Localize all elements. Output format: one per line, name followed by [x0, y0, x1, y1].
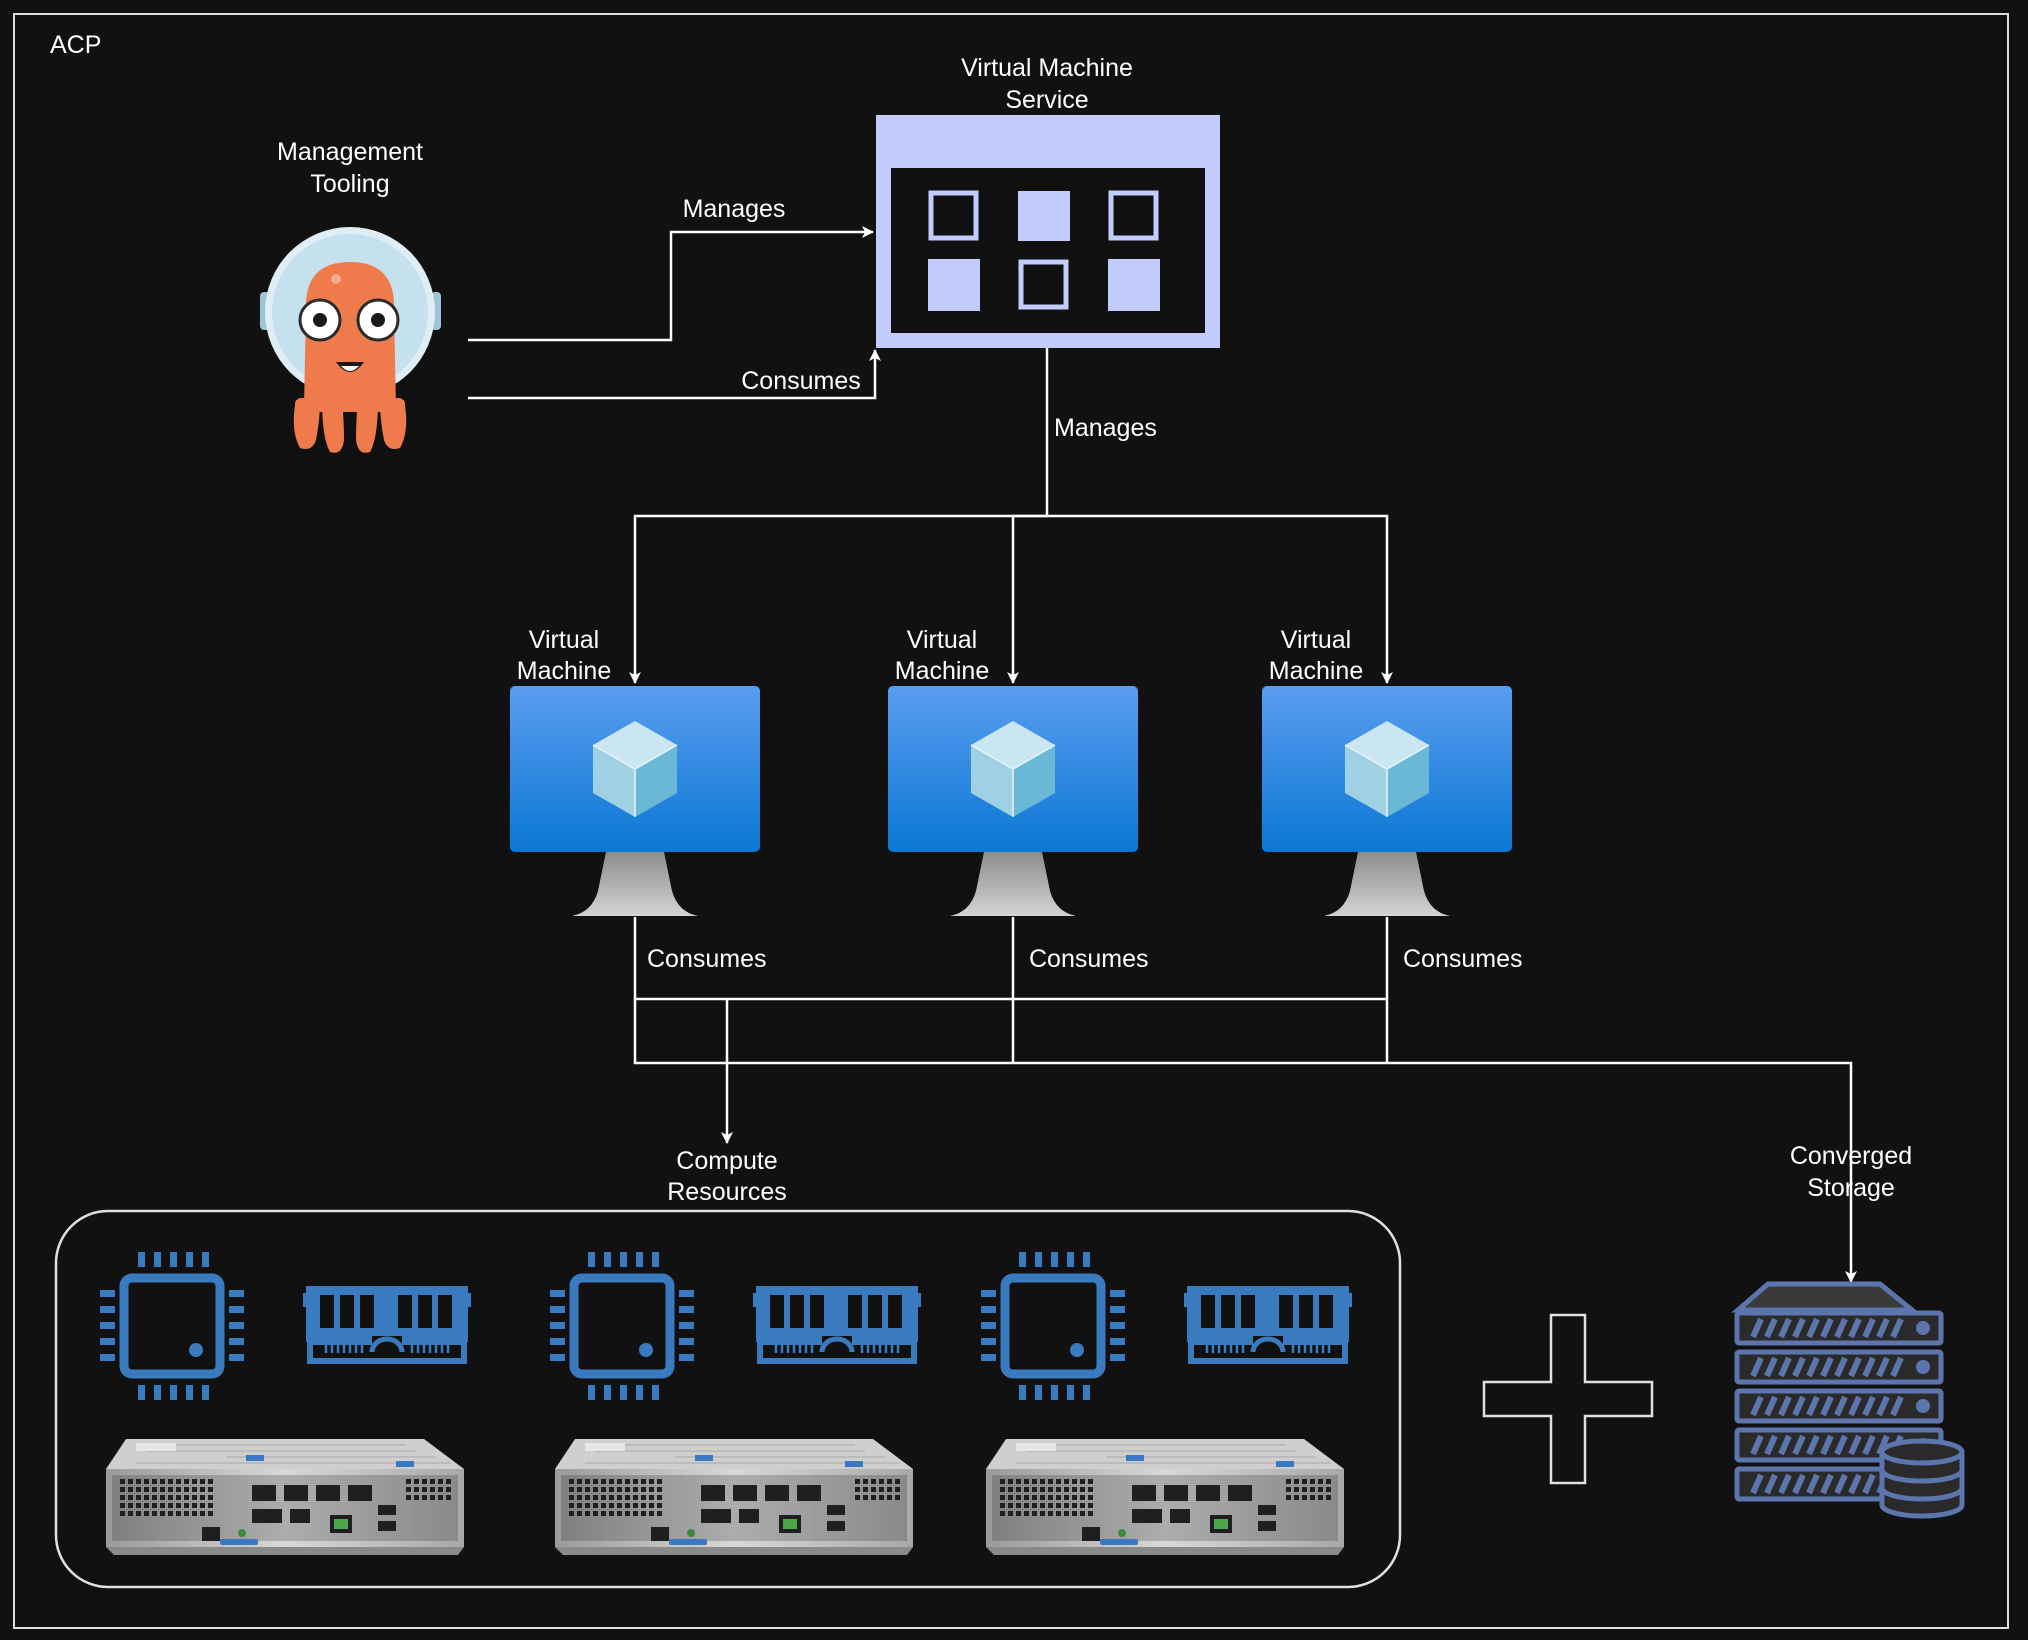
converged-storage-label-line2: Storage — [1807, 1174, 1895, 1202]
edge-service-manages-vm2 — [1007, 514, 1047, 684]
edge-service-manages-vm3 — [1047, 514, 1393, 684]
cpu-chip-icon — [100, 1252, 244, 1400]
management-tooling-node: Management Tooling — [260, 138, 441, 453]
vm-label-line1: Virtual — [907, 626, 977, 654]
compute-node — [550, 1252, 921, 1556]
virtual-machine-monitor-icon — [887, 685, 1139, 917]
edge-label-vm2-consumes: Consumes — [1029, 945, 1149, 973]
vm-service-label-line2: Service — [1005, 86, 1088, 114]
compute-resources-label-line2: Resources — [667, 1178, 787, 1206]
compute-resources-group — [54, 1209, 1402, 1589]
vm-label-line2: Machine — [517, 657, 612, 685]
virtual-machine-monitor-icon — [1261, 685, 1513, 917]
storage-server-rack-icon — [1731, 1281, 1965, 1519]
management-tooling-label-line2: Tooling — [310, 170, 389, 198]
plus-icon — [1482, 1313, 1654, 1485]
edge-label-manages: Manages — [683, 195, 786, 223]
memory-module-icon — [303, 1286, 471, 1361]
server-node-icon — [554, 1438, 914, 1556]
vm-service-node: Virtual Machine Service — [876, 54, 1220, 348]
compute-node — [981, 1252, 1352, 1556]
vm-label-line2: Machine — [895, 657, 990, 685]
compute-node — [100, 1252, 471, 1556]
edge-vms-consume-storage — [633, 917, 1857, 1283]
converged-storage-label-line1: Converged — [1790, 1142, 1912, 1170]
virtual-machine-node: Virtual Machine — [1261, 626, 1513, 917]
database-cylinder-icon — [1879, 1438, 1965, 1519]
vm-service-window-icon — [876, 115, 1220, 348]
cpu-chip-icon — [550, 1252, 694, 1400]
edge-tooling-manages-service — [468, 226, 874, 342]
edge-label-vm1-consumes: Consumes — [647, 945, 767, 973]
edge-service-manages-vm1 — [629, 348, 1049, 684]
acp-label: ACP — [50, 31, 101, 59]
virtual-machine-node: Virtual Machine — [509, 626, 761, 917]
vm-service-label-line1: Virtual Machine — [961, 54, 1133, 82]
vm-label-line1: Virtual — [529, 626, 599, 654]
server-node-icon — [985, 1438, 1345, 1556]
edge-label-manages-vms: Manages — [1054, 414, 1157, 442]
memory-module-icon — [1184, 1286, 1352, 1361]
argo-octopus-mascot-icon — [260, 227, 441, 453]
memory-module-icon — [753, 1286, 921, 1361]
connectors — [468, 226, 1857, 1283]
server-node-icon — [105, 1438, 465, 1556]
management-tooling-label-line1: Management — [277, 138, 423, 166]
vm-label-line1: Virtual — [1281, 626, 1351, 654]
virtual-machine-node: Virtual Machine — [887, 626, 1139, 917]
compute-resources-label-line1: Compute — [676, 1147, 777, 1175]
edge-tooling-consumes-service — [468, 349, 881, 400]
edge-label-vm3-consumes: Consumes — [1403, 945, 1523, 973]
edge-label-consumes: Consumes — [741, 367, 861, 395]
cpu-chip-icon — [981, 1252, 1125, 1400]
acp-boundary — [13, 13, 2009, 1629]
vm-label-line2: Machine — [1269, 657, 1364, 685]
virtual-machine-monitor-icon — [509, 685, 761, 917]
